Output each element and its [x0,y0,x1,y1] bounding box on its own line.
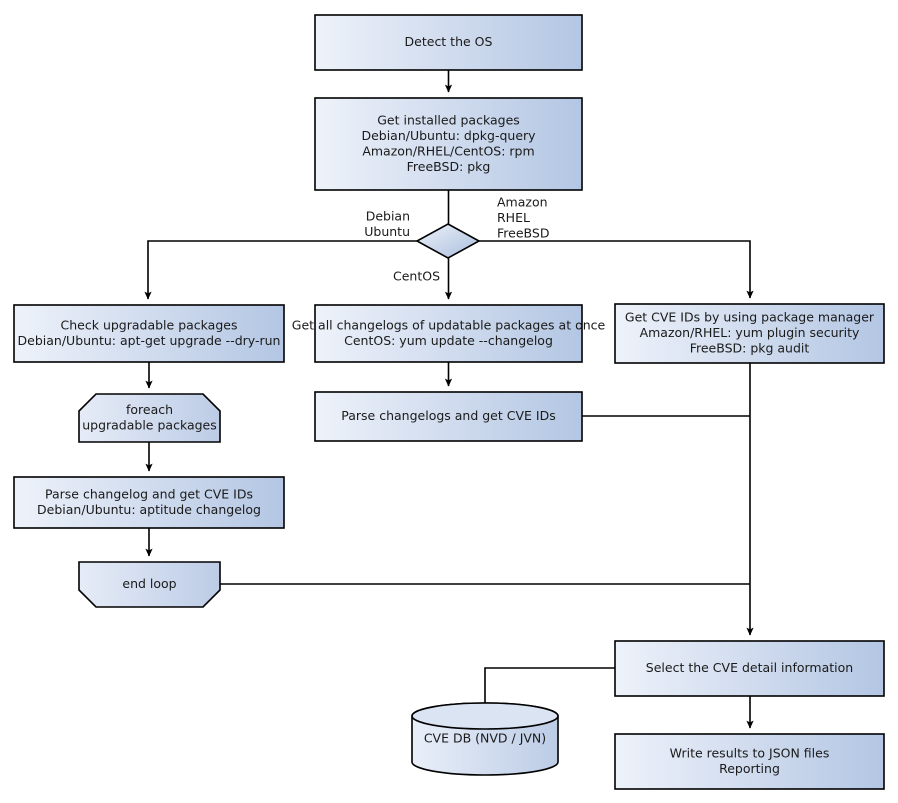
get_installed_packages-label-line-1: Debian/Ubuntu: dpkg-query [361,128,536,143]
node-end-loop[interactable]: end loop [78,561,221,608]
get_cve_pkg_manager-label-line-0: Get CVE IDs by using package manager [625,310,875,325]
edge-decision-to-debian-branch [144,240,417,300]
edge-select-to-db [484,667,615,706]
branch-label-rhel-line-2: FreeBSD [497,226,549,241]
node-check-upgradable[interactable]: Check upgradable packagesDebian/Ubuntu: … [13,304,285,363]
node-os-decision[interactable] [415,223,481,259]
node-get-cve-pkg-manager[interactable]: Get CVE IDs by using package managerAmaz… [614,303,885,364]
get_all_changelogs-label-line-1: CentOS: yum update --changelog [344,333,553,348]
get_installed_packages-label-line-0: Get installed packages [377,112,520,127]
node-detect-os[interactable]: Detect the OS [314,14,583,71]
get_installed_packages-label-line-3: FreeBSD: pkg [407,159,491,174]
get_cve_pkg_manager-label-line-2: FreeBSD: pkg audit [690,341,810,356]
branch-label-rhel-line-0: Amazon [497,195,548,210]
write_results-label-line-1: Reporting [719,761,780,776]
node-parse-changelogs-centos[interactable]: Parse changelogs and get CVE IDs [314,391,583,442]
node-select-cve-detail[interactable]: Select the CVE detail information [614,640,885,697]
node-get-all-changelogs[interactable]: Get all changelogs of updatable packages… [292,304,606,363]
select_cve_detail-label-line-0: Select the CVE detail information [646,660,853,675]
edge-decision-to-rhel-branch [479,240,754,299]
end_loop-label-line-0: end loop [122,576,176,591]
cve_db-label-line-0: CVE DB (NVD / JVN) [424,731,546,746]
branch-label-debian-line-0: Debian [366,209,410,224]
parse_changelog_debian-label-line-0: Parse changelog and get CVE IDs [45,486,253,501]
node-cve-db[interactable]: CVE DB (NVD / JVN) [411,702,559,776]
detect_os-label-line-0: Detect the OS [405,34,493,49]
branch-label-rhel-line-1: RHEL [497,210,530,225]
get_cve_pkg_manager-label-line-1: Amazon/RHEL: yum plugin security [640,325,860,340]
edges-layer [144,70,754,729]
foreach_loop_start-label-line-0: foreach [126,402,173,417]
get_all_changelogs-label-line-0: Get all changelogs of updatable packages… [292,317,606,332]
write_results-label-line-0: Write results to JSON files [670,745,830,760]
branch-label-centos: CentOS [393,269,440,284]
check_upgradable-label-line-0: Check upgradable packages [61,317,238,332]
check_upgradable-label-line-1: Debian/Ubuntu: apt-get upgrade --dry-run [18,333,281,348]
node-parse-changelog-debian[interactable]: Parse changelog and get CVE IDsDebian/Ub… [13,476,285,529]
branch-label-debian-line-1: Ubuntu [364,224,410,239]
parse_changelogs_centos-label-line-0: Parse changelogs and get CVE IDs [341,408,555,423]
branch-label-centos-line-0: CentOS [393,269,440,284]
foreach_loop_start-label-line-1: upgradable packages [82,417,217,432]
parse_changelog_debian-label-line-1: Debian/Ubuntu: aptitude changelog [37,502,261,517]
get_installed_packages-label-line-2: Amazon/RHEL/CentOS: rpm [362,143,534,158]
